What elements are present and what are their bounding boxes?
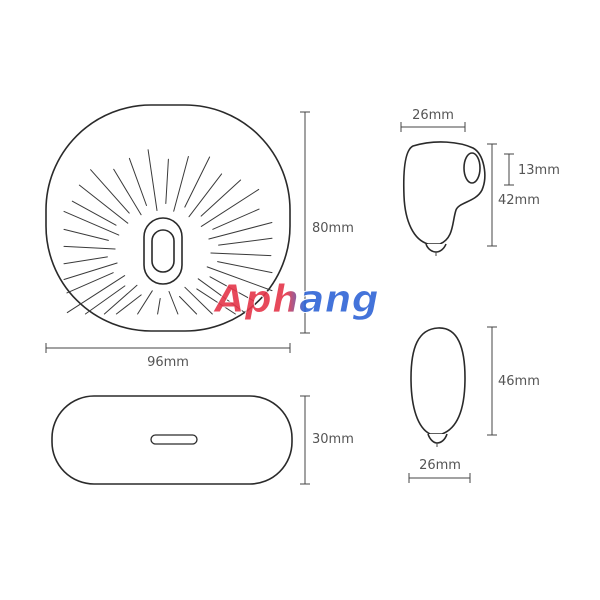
lid-ray [157, 298, 161, 315]
case-height-label: 80mm [312, 221, 354, 236]
unit-nozzle-label: 13mm [518, 163, 560, 178]
case-width-label: 96mm [147, 355, 189, 370]
lid-ray [212, 208, 260, 230]
lid-ray [197, 278, 248, 315]
lid-ray [184, 156, 211, 208]
lid-ray [103, 284, 138, 315]
case-front-view [51, 395, 293, 485]
lid-ray [184, 286, 213, 315]
lid-ray [217, 261, 273, 274]
unit-back-width-dimension: 26mm [408, 458, 471, 483]
unit-width-dimension: 26mm [400, 108, 466, 132]
lid-ray [137, 290, 153, 315]
lid-ray [179, 296, 198, 315]
lid-ray [147, 149, 158, 211]
unit-height-label: 42mm [498, 193, 540, 208]
unit-back-view [410, 327, 466, 447]
lid-ray [63, 256, 108, 265]
unit-back-width-label: 26mm [419, 458, 461, 473]
case-top-view [45, 104, 291, 332]
watermark-text: Aphang [212, 277, 379, 321]
unit-height-dimension: 42mm [487, 143, 540, 247]
lid-ray [165, 158, 169, 204]
unit-width-label: 26mm [412, 108, 454, 123]
unit-back-height-dimension: 46mm [487, 326, 540, 436]
case-width-dimension: 96mm [45, 343, 291, 370]
case-depth-label: 30mm [312, 432, 354, 447]
lid-ray [200, 179, 242, 217]
watermark-logo: Aphang [212, 277, 380, 322]
lid-ray [196, 288, 236, 315]
lid-ray [173, 156, 189, 212]
lid-ray [208, 222, 273, 240]
lid-ray [113, 168, 142, 216]
lid-ray [63, 210, 120, 236]
lid-ray [128, 157, 147, 206]
lid-ray [84, 285, 126, 315]
lid-ray [63, 245, 116, 250]
lid-ray [66, 272, 114, 294]
case-depth-dimension: 30mm [300, 395, 354, 485]
lid-ray [210, 252, 272, 257]
lid-ray [71, 200, 117, 226]
lid-ray [63, 228, 109, 241]
lid-ray [206, 266, 273, 292]
lid-ray [90, 169, 130, 214]
unit-back-height-label: 46mm [498, 374, 540, 389]
lid-ray [188, 173, 223, 218]
lid-ray [168, 291, 179, 315]
lid-ray [218, 237, 273, 246]
lid-ray [63, 262, 118, 280]
case-lid-rays [63, 149, 273, 315]
lid-ray [209, 276, 255, 302]
lid-ray [115, 294, 142, 315]
charging-port [150, 434, 198, 445]
lid-ray [78, 184, 129, 224]
unit-nozzle-dimension: 13mm [504, 153, 560, 186]
case-height-dimension: 80mm [300, 111, 354, 334]
lid-ray [66, 275, 126, 314]
lid-ray [200, 188, 260, 227]
unit-suction-nozzle [463, 152, 481, 184]
unit-side-view [402, 141, 486, 256]
